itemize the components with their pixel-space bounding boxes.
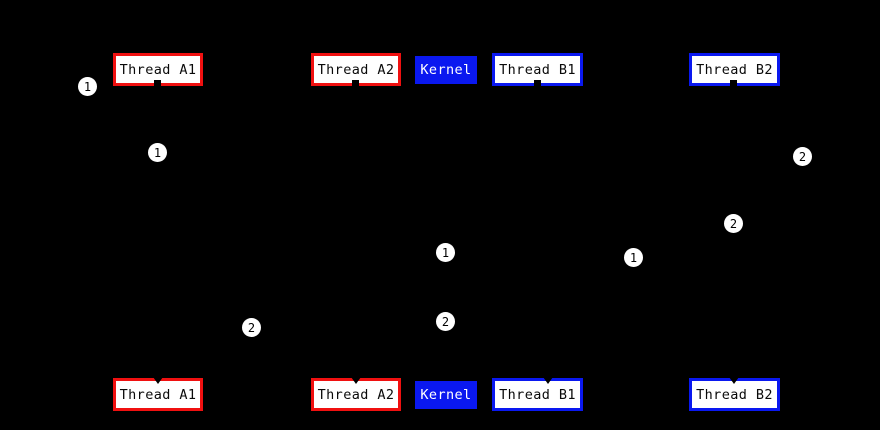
lifeline-notch (154, 80, 161, 88)
node-kernel-top: Kernel (415, 56, 477, 84)
arrowhead-icon (351, 377, 361, 384)
lifeline-notch (730, 80, 737, 88)
step-marker: 2 (724, 214, 743, 233)
arrowhead-icon (543, 377, 553, 384)
step-marker: 1 (148, 143, 167, 162)
lifeline-notch (352, 80, 359, 88)
step-marker: 1 (78, 77, 97, 96)
node-kernel-bottom: Kernel (415, 381, 477, 409)
node-thread-b1-bottom: Thread B1 (492, 378, 583, 411)
arrowhead-icon (153, 377, 163, 384)
step-marker: 1 (436, 243, 455, 262)
step-marker: 2 (436, 312, 455, 331)
step-marker: 1 (624, 248, 643, 267)
lifeline-notch (534, 80, 541, 88)
step-marker: 2 (242, 318, 261, 337)
arrowhead-icon (729, 377, 739, 384)
step-marker: 2 (793, 147, 812, 166)
